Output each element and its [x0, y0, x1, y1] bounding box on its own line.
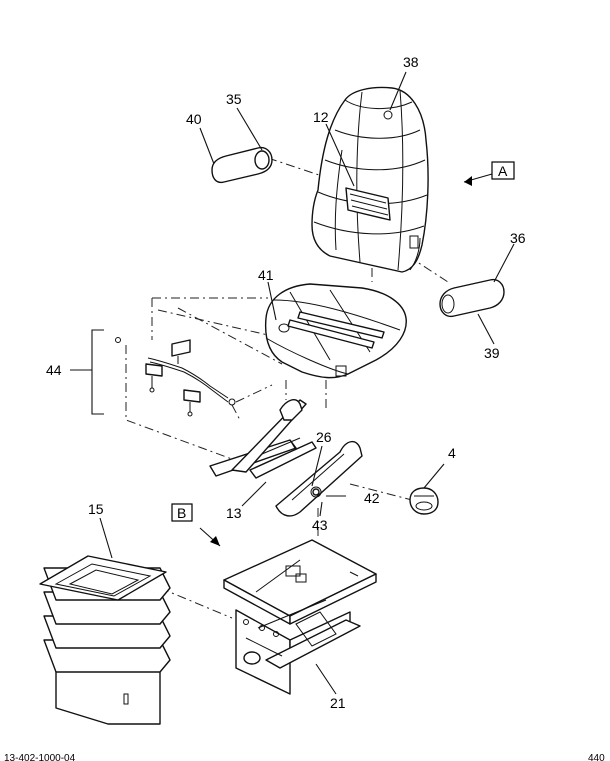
side-rail-26 — [275, 441, 363, 517]
seat-cushion — [264, 283, 407, 379]
bracket-kit-44 — [70, 329, 236, 417]
knob-4 — [409, 487, 439, 515]
leader-lines — [99, 71, 515, 695]
callout-35: 35 — [226, 91, 242, 107]
bellows-15 — [39, 555, 171, 725]
right-armrest — [439, 278, 505, 318]
view-marker-b: B — [171, 503, 220, 546]
callout-15: 15 — [88, 501, 104, 517]
callout-4: 4 — [448, 445, 456, 461]
callout-36: 36 — [510, 230, 526, 246]
callout-12: 12 — [313, 109, 329, 125]
callout-39: 39 — [484, 345, 500, 361]
callout-21: 21 — [330, 695, 346, 711]
figure-id: 13-402-1000-04 — [4, 753, 76, 761]
seat-back — [311, 86, 429, 273]
suspension-base — [223, 539, 377, 695]
callout-40: 40 — [186, 111, 202, 127]
lumbar-support — [345, 187, 391, 221]
view-marker-b-label: B — [177, 505, 186, 521]
left-armrest — [211, 146, 273, 184]
callout-42: 42 — [364, 490, 380, 506]
page-number: 440 — [588, 753, 605, 761]
callout-43: 43 — [312, 517, 328, 533]
seat-frame — [209, 399, 317, 479]
callout-26: 26 — [316, 429, 332, 445]
assembly-center-lines — [125, 157, 449, 619]
callout-38: 38 — [403, 54, 419, 70]
callout-44: 44 — [46, 362, 62, 378]
callout-13: 13 — [226, 505, 242, 521]
view-marker-a-label: A — [498, 163, 508, 179]
callout-41: 41 — [258, 267, 274, 283]
callout-labels: 38 35 40 12 36 39 41 44 26 4 42 43 13 15… — [46, 54, 526, 711]
view-marker-a: A — [464, 161, 515, 186]
